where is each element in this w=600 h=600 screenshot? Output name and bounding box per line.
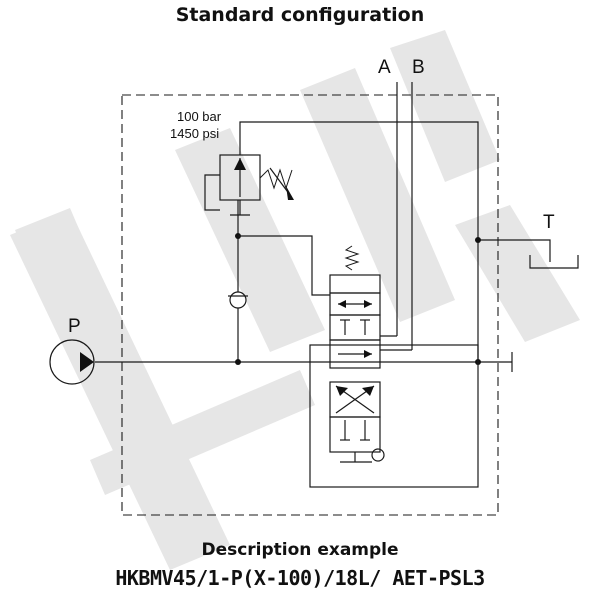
pilot-line [238, 235, 330, 296]
description-code: HKBMV45/1-P(X-100)/18L/ AET-PSL3 [115, 566, 485, 590]
pump-symbol [49, 339, 95, 385]
junction-dot [235, 359, 241, 365]
directional-control-valve [329, 245, 385, 463]
tank-symbol [475, 237, 579, 269]
port-p-label: P [68, 316, 81, 337]
relief-pressure-psi-label: 1450 psi [170, 126, 219, 141]
port-lines-a-b [380, 82, 413, 351]
valve-housing [309, 344, 479, 488]
description-label: Description example [201, 540, 399, 560]
port-a-label: A [378, 57, 391, 78]
page-title: Standard configuration [175, 4, 425, 26]
pressure-relief-valve [204, 154, 294, 216]
valve-block-boundary [121, 94, 499, 516]
port-t-label: T [543, 212, 555, 233]
port-b-label: B [412, 57, 425, 78]
watermark-logo [10, 30, 580, 570]
relief-pressure-bar-label: 100 bar [177, 109, 222, 124]
